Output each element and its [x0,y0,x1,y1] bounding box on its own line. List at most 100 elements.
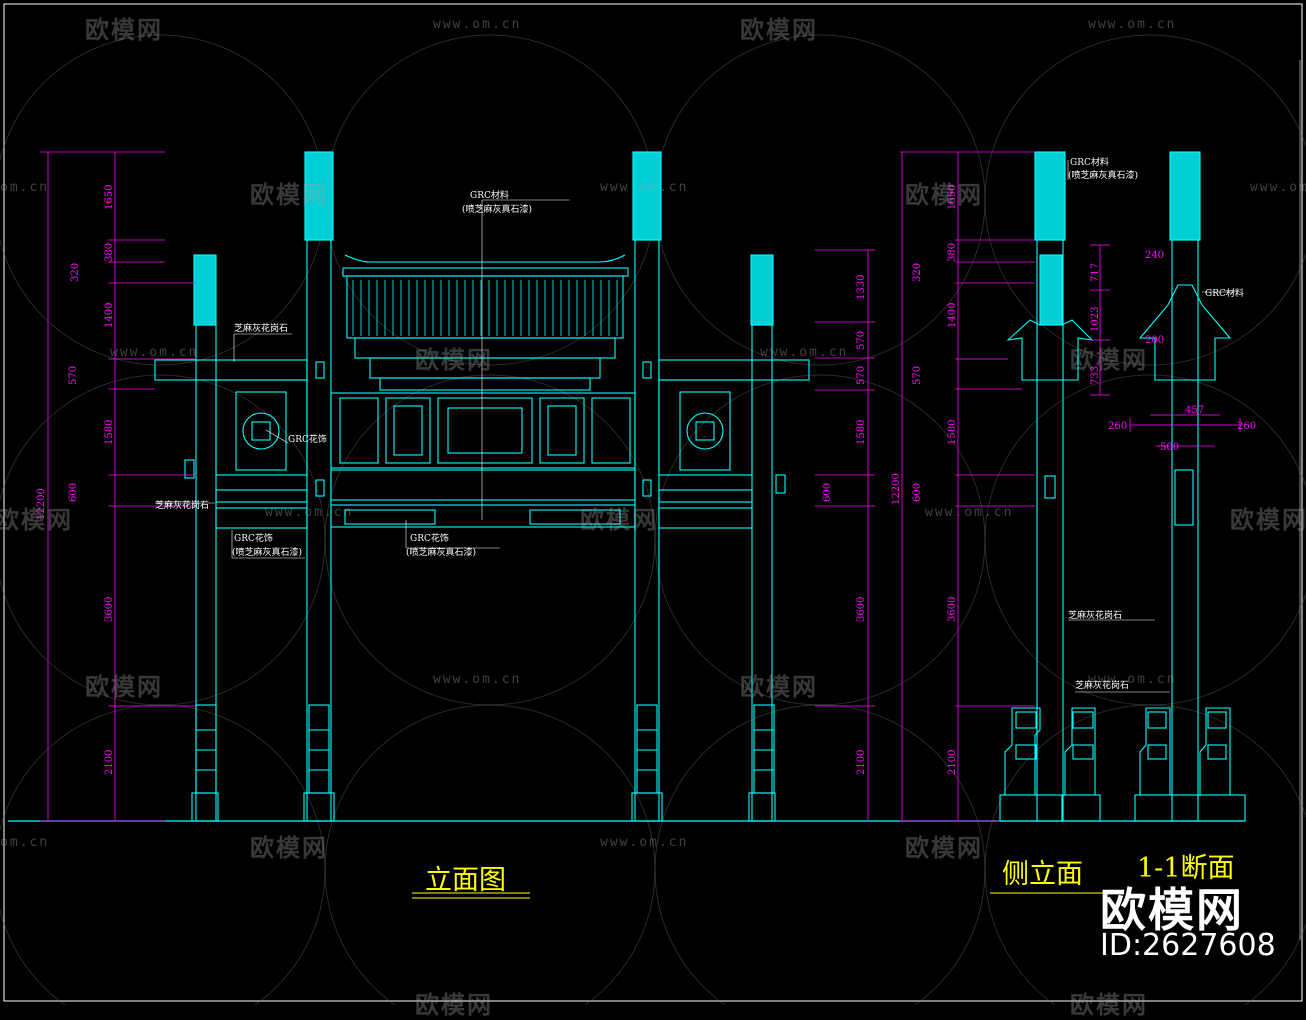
watermark-url: www.om.cn [433,17,522,32]
leader-lines [155,199,570,559]
dim-mid-1: 570 [856,331,867,350]
side-elevation [999,151,1101,822]
dim-mid-4: 600 [822,483,833,502]
note-grc-cornice: GRC花饰 [410,532,449,544]
dim-left-1: 380 [104,243,115,262]
left-dimension-lines [40,151,875,822]
watermark-circles [0,34,1306,1005]
dim-side-4: 570 [912,366,923,385]
dim-sec-w3: 457 [1185,405,1204,416]
mid-dimension-text: 1330 570 570 1580 600 3600 2100 [822,275,867,775]
note-grc-spray-side: (喷芝麻灰真石漆) [1068,169,1138,181]
watermark-logo: 欧模网 [905,181,983,209]
dim-left-8: 2100 [104,750,115,775]
dim-side-1: 380 [947,243,958,262]
dim-left-2: 320 [70,263,81,282]
side-leader-lines [1067,160,1235,693]
note-sesame-granite-4: 芝麻灰花岗石 [1075,679,1129,691]
watermark-logo: 欧模网 [1070,346,1148,374]
note-grc-material-section: GRC材料 [1205,287,1244,299]
drawing-frame [3,3,1303,1002]
dim-sec-top: 240 [1145,250,1164,261]
title-elevation: 立面图 [425,865,506,896]
watermark-logo: 欧模网 [740,673,818,701]
annotations: GRC材料 (喷芝麻灰真石漆) 芝麻灰花岗石 GRC花饰 芝麻灰花岗石 GRC花… [155,156,1244,691]
section-drawing [1134,151,1246,822]
dim-side-8: 2100 [947,750,958,775]
dim-mid-5: 3600 [856,597,867,622]
title-side-elevation: 侧立面 [1002,859,1083,890]
dim-side-6: 600 [912,483,923,502]
watermark-url: www.om.cn [760,345,849,360]
note-grc-spray: (喷芝麻灰真石漆) [462,203,532,215]
title-section: 1-1断面 [1137,853,1235,884]
dim-mid-0: 1330 [856,275,867,300]
dim-mid-3: 1580 [856,420,867,445]
note-sesame-granite-3: 芝麻灰花岗石 [1068,609,1122,621]
dim-side-5: 1580 [947,420,958,445]
watermark-logo: 欧模网 [1230,506,1306,534]
watermark-url: www.om.cn [265,505,354,520]
watermark-logo: 欧模网 [905,834,983,862]
watermark-url: www.om.cn [1088,17,1177,32]
dim-side-2: 320 [912,263,923,282]
note-grc-material-side: GRC材料 [1070,156,1109,168]
brand-id: ID:2627608 [1100,928,1276,963]
watermark-url: om.cn [0,835,50,850]
side-dimension-lines [900,151,1035,822]
front-elevation [154,151,810,822]
watermark-logo: 欧模网 [0,506,73,534]
side-dimension-text: 12200 1650 380 320 1400 570 1580 600 360… [891,185,958,775]
watermark-url: www.om.cn [925,505,1014,520]
watermark-logo: 欧模网 [415,991,493,1019]
note-grc-flower: GRC花饰 [288,433,327,445]
note-sesame-granite: 芝麻灰花岗石 [234,322,288,334]
watermark-url: www.om.cn [600,835,689,850]
note-sesame-granite-2: 芝麻灰花岗石 [155,499,209,511]
watermark-logo: 欧模网 [250,834,328,862]
dim-sec-w1: 260 [1108,421,1127,432]
title-underlines [412,892,1110,899]
watermark-logo: 欧模网 [580,506,658,534]
dim-mid-6: 2100 [856,750,867,775]
dim-sec-w2: 260 [1237,421,1256,432]
dim-left-6: 600 [68,483,79,502]
dim-sec-h3: 733 [1090,366,1101,385]
dim-left-total: 12200 [36,488,47,520]
dim-side-0: 1650 [947,185,958,210]
dim-left-0: 1650 [104,185,115,210]
watermark-logo: 欧模网 [1070,991,1148,1019]
dim-left-3: 1400 [104,303,115,328]
watermark-url: om.cn [0,180,50,195]
watermark-url: www.om.cn [433,672,522,687]
dim-sec-w4: 500 [1160,442,1179,453]
watermark-url: www.om.cn [600,180,689,195]
watermark-logo: 欧模网 [250,181,328,209]
watermark-logo: 欧模网 [740,16,818,44]
watermark-url: www.om.cn [1088,672,1177,687]
watermark-logo: 欧模网 [85,16,163,44]
dim-sec-w5: 200 [1145,335,1164,346]
note-grc-flower-2: GRC花饰 [234,532,273,544]
roof-tiles [352,280,618,336]
dim-left-4: 570 [68,366,79,385]
watermark-url: www.om.cn [1250,180,1306,195]
watermark-logo: 欧模网 [415,346,493,374]
dim-mid-2: 570 [856,366,867,385]
section-dimension-text: 240 717 1023 733 260 260 457 500 200 [1090,250,1256,453]
dim-left-5: 1580 [104,420,115,445]
note-grc-spray-3: (喷芝麻灰真石漆) [406,546,476,558]
section-dimension-lines [1090,244,1241,447]
dim-sec-h2: 1023 [1090,307,1101,332]
dim-side-total: 12200 [891,473,902,505]
dim-sec-h1: 717 [1090,263,1101,282]
brand-logo-text: 欧模网 [1100,883,1244,937]
dim-side-7: 3600 [947,597,958,622]
watermark-logo: 欧模网 [85,673,163,701]
dim-left-7: 3600 [104,597,115,622]
note-grc-material: GRC材料 [470,189,509,201]
note-grc-spray-2: (喷芝麻灰真石漆) [232,546,302,558]
left-dimension-text: 12200 1650 380 320 1400 570 1580 600 360… [36,185,115,775]
